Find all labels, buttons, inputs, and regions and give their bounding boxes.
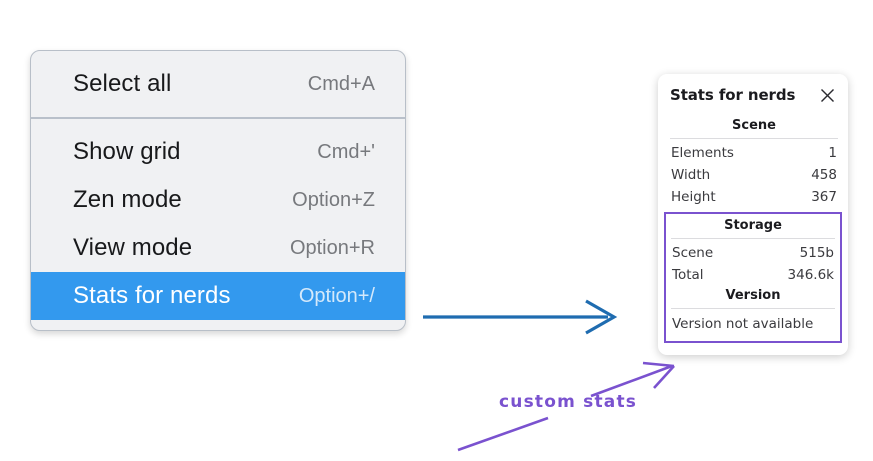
stat-value: 1 bbox=[828, 145, 837, 161]
menu-item-shortcut: Cmd+' bbox=[317, 140, 375, 163]
stat-key: Width bbox=[671, 167, 711, 183]
menu-item-label: Select all bbox=[73, 70, 172, 97]
menu-group-2: Show grid Cmd+' Zen mode Option+Z View m… bbox=[31, 119, 405, 320]
context-menu: Select all Cmd+A Show grid Cmd+' Zen mod… bbox=[30, 50, 406, 331]
stat-value: 515b bbox=[799, 245, 834, 261]
menu-item-view-mode[interactable]: View mode Option+R bbox=[31, 224, 405, 272]
custom-stats-section: Storage Scene 515b Total 346.6k Version … bbox=[664, 212, 842, 343]
stat-row-height: Height 367 bbox=[670, 186, 838, 208]
stats-for-nerds-panel: Stats for nerds Scene Elements 1 Width 4… bbox=[658, 74, 848, 355]
close-icon[interactable] bbox=[819, 87, 836, 104]
stat-row-storage-total: Total 346.6k bbox=[671, 264, 835, 286]
version-heading: Version bbox=[725, 288, 781, 303]
scene-divider bbox=[670, 138, 838, 139]
menu-item-zen-mode[interactable]: Zen mode Option+Z bbox=[31, 176, 405, 224]
stats-panel-header: Stats for nerds bbox=[670, 86, 838, 104]
blue-arrow-annotation bbox=[423, 299, 618, 335]
stat-key: Total bbox=[672, 267, 704, 283]
menu-item-select-all[interactable]: Select all Cmd+A bbox=[31, 60, 405, 108]
version-value: Version not available bbox=[672, 316, 814, 332]
menu-group2-top-padding bbox=[31, 119, 405, 128]
menu-item-label: View mode bbox=[73, 234, 193, 261]
stat-value: 346.6k bbox=[787, 267, 834, 283]
menu-group-1: Select all Cmd+A bbox=[31, 51, 405, 117]
menu-item-label: Zen mode bbox=[73, 186, 182, 213]
menu-divider bbox=[31, 117, 405, 119]
menu-item-label: Show grid bbox=[73, 138, 181, 165]
menu-item-shortcut: Option+Z bbox=[292, 188, 375, 211]
stat-row-storage-scene: Scene 515b bbox=[671, 242, 835, 264]
menu-item-label: Stats for nerds bbox=[73, 282, 231, 309]
menu-item-shortcut: Cmd+A bbox=[307, 72, 375, 95]
scene-section: Scene Elements 1 Width 458 Height 367 bbox=[670, 116, 838, 208]
menu-bottom-padding bbox=[31, 108, 405, 117]
stat-row-elements: Elements 1 bbox=[670, 142, 838, 164]
stat-key: Elements bbox=[671, 145, 734, 161]
stats-panel-title: Stats for nerds bbox=[670, 86, 796, 104]
scene-heading: Scene bbox=[732, 118, 776, 133]
stat-key: Height bbox=[671, 189, 716, 205]
storage-heading: Storage bbox=[724, 218, 782, 233]
menu-item-stats-for-nerds[interactable]: Stats for nerds Option+/ bbox=[31, 272, 405, 320]
stat-value: 367 bbox=[811, 189, 837, 205]
storage-divider bbox=[671, 238, 835, 239]
stat-key: Scene bbox=[672, 245, 714, 261]
custom-stats-handwritten-label: custom stats bbox=[499, 392, 638, 412]
menu-top-padding bbox=[31, 51, 405, 60]
version-divider bbox=[671, 308, 835, 309]
stat-row-width: Width 458 bbox=[670, 164, 838, 186]
stat-value: 458 bbox=[811, 167, 837, 183]
menu-item-shortcut: Option+/ bbox=[298, 284, 375, 307]
purple-underline-annotation bbox=[457, 416, 549, 452]
menu-item-shortcut: Option+R bbox=[289, 236, 375, 259]
menu-item-show-grid[interactable]: Show grid Cmd+' bbox=[31, 128, 405, 176]
